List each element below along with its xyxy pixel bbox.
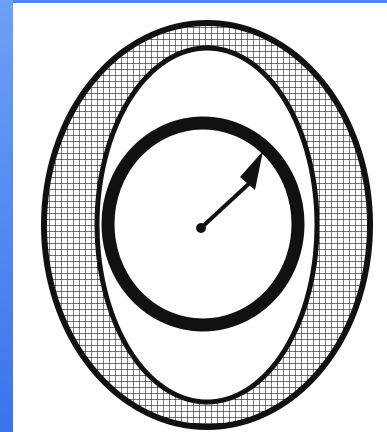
center-dot	[196, 223, 206, 233]
ring-diagram	[13, 3, 387, 432]
ring-drawing	[13, 3, 387, 432]
side-strip	[0, 0, 13, 432]
